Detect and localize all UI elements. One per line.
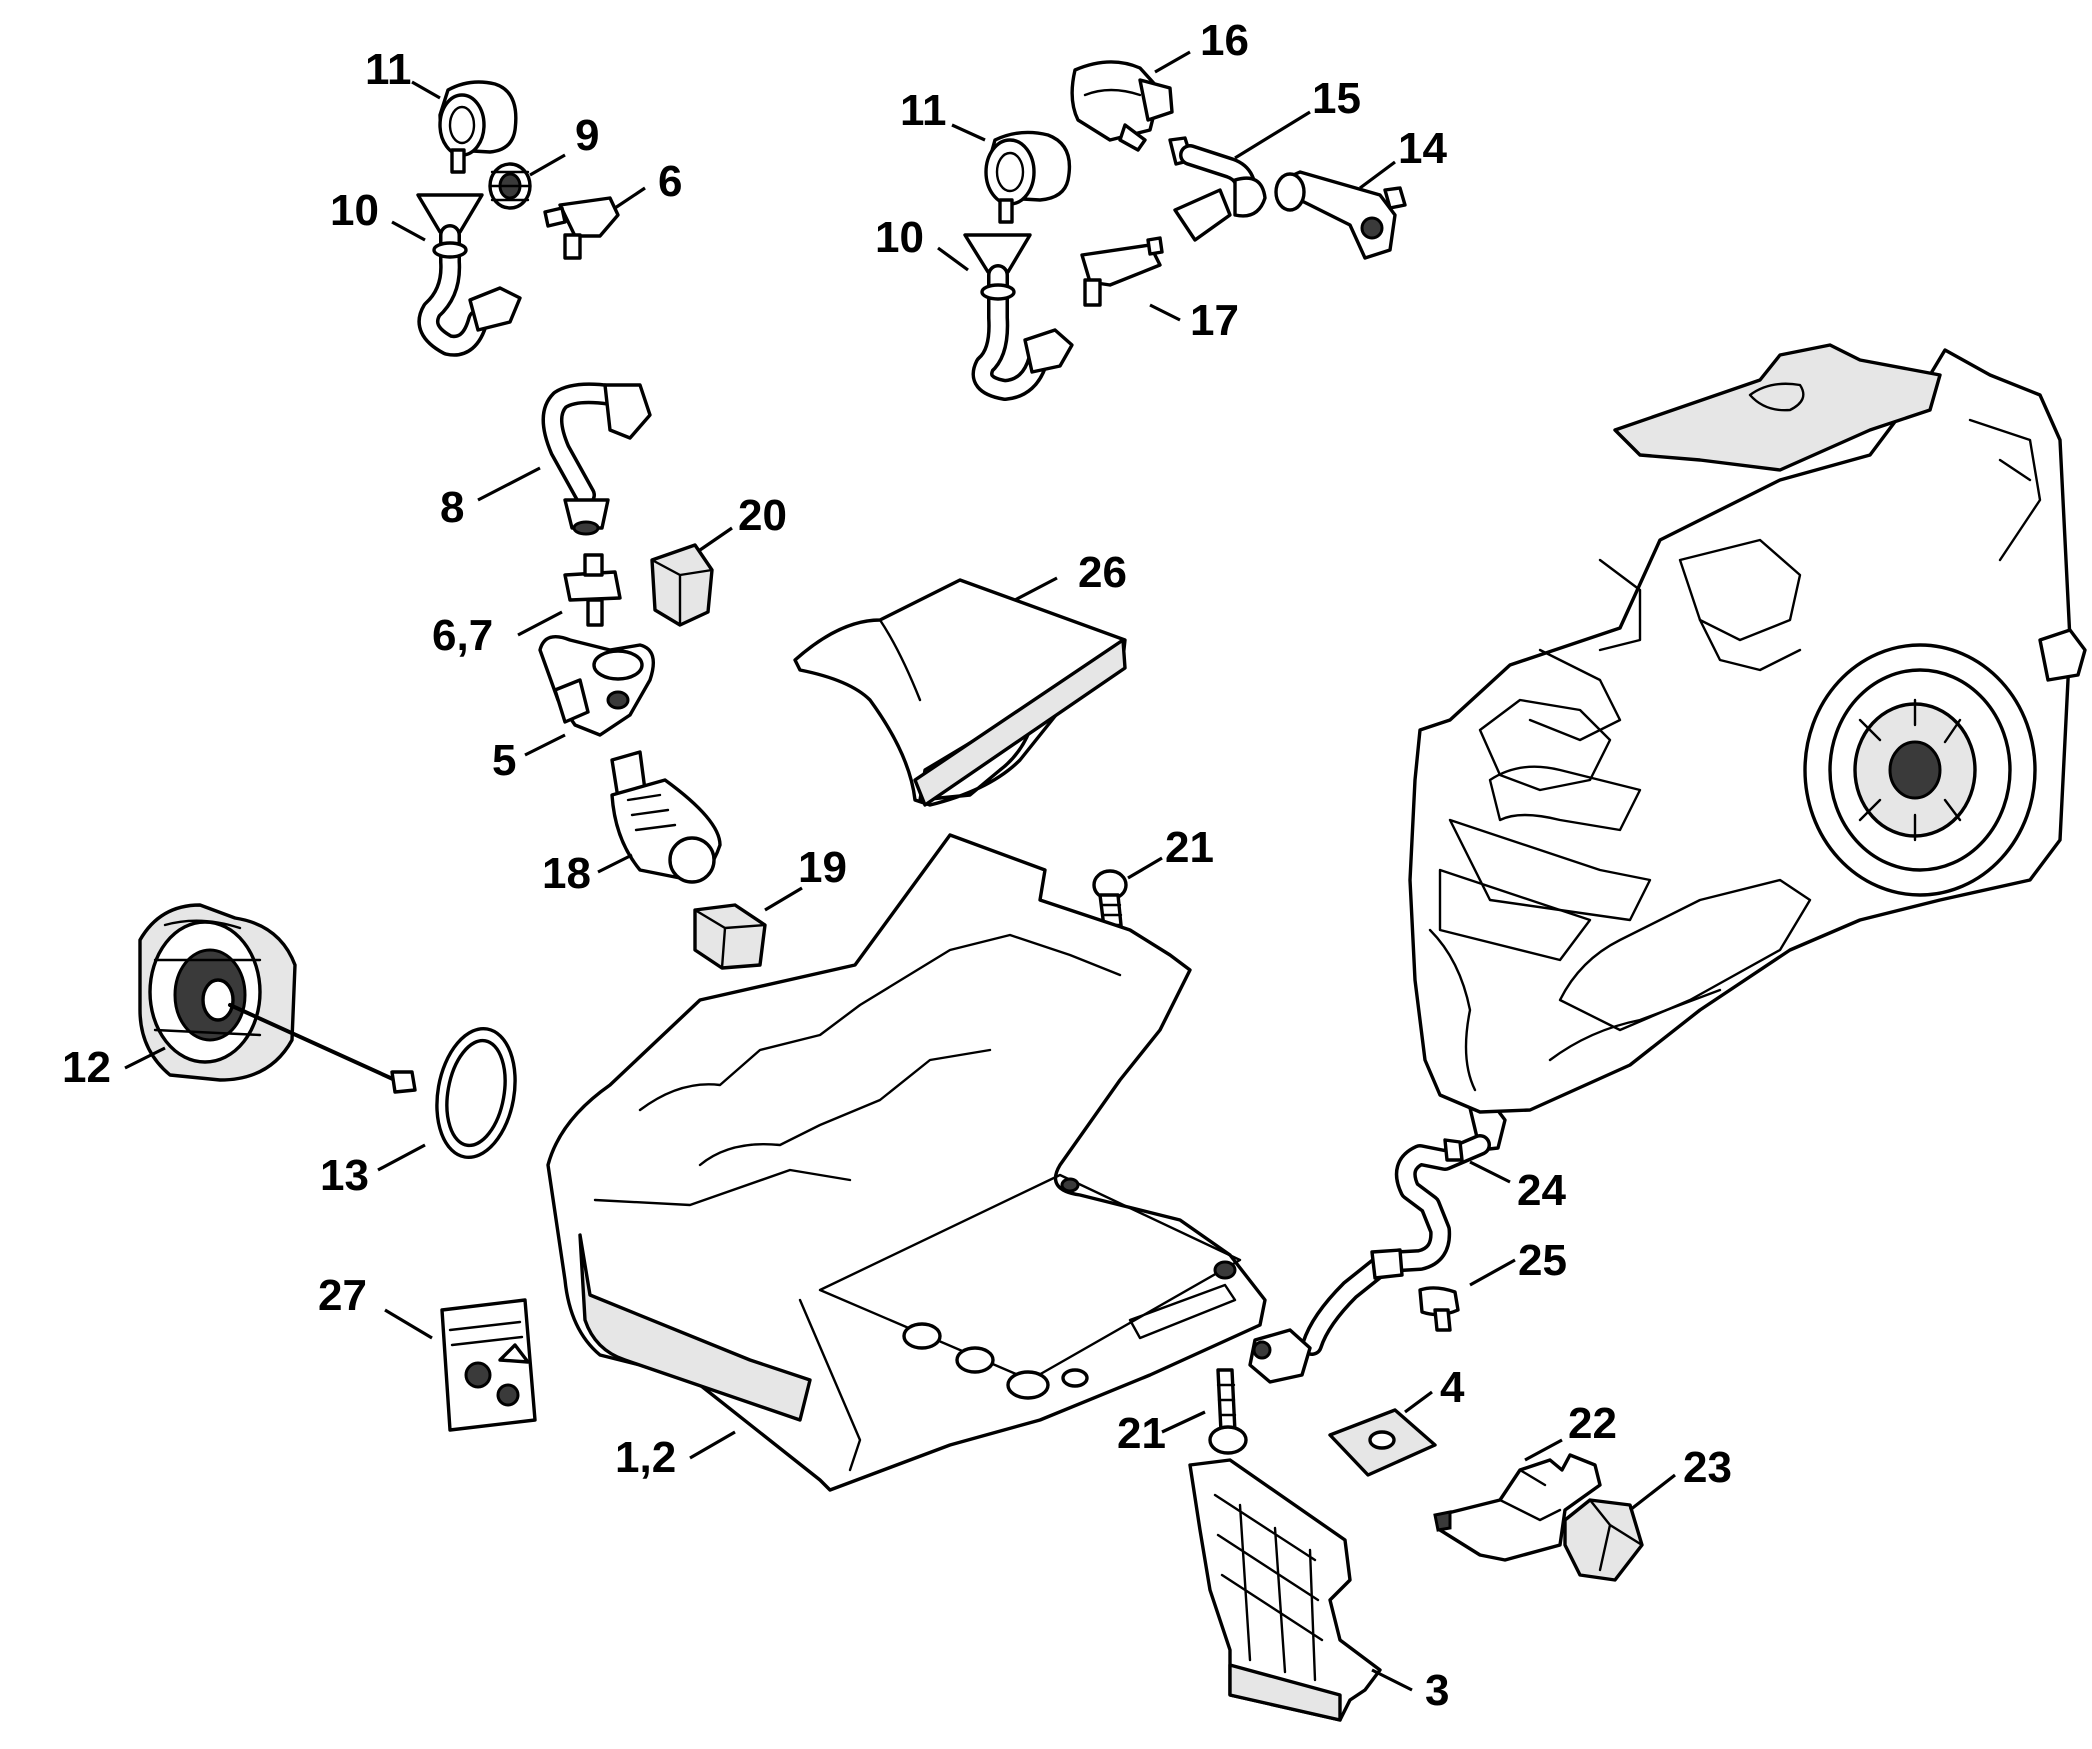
callout-24: 24 — [1517, 1166, 1566, 1215]
callout-15: 15 — [1312, 74, 1361, 123]
callout-6: 6 — [658, 157, 682, 206]
callout-12: 12 — [62, 1043, 111, 1092]
callout-22: 22 — [1568, 1399, 1617, 1448]
callout-18: 18 — [542, 849, 591, 898]
part-8-fuel-tube — [541, 382, 652, 536]
callout-11: 11 — [900, 86, 947, 135]
callout-17: 17 — [1190, 296, 1239, 345]
callout-labels: 11 9 6 10 16 15 14 11 10 17 8 20 26 6,7 … — [62, 16, 1732, 1715]
part-12-starter — [138, 903, 417, 1094]
part-6-fitting — [543, 196, 620, 260]
part-10-hose-left — [416, 193, 522, 357]
part-11-cap-center — [984, 130, 1072, 224]
callout-23: 23 — [1683, 1443, 1732, 1492]
callout-3: 3 — [1425, 1666, 1449, 1715]
part-27-label — [440, 1298, 537, 1432]
callout-27: 27 — [318, 1271, 367, 1320]
part-26-cover — [793, 578, 1127, 807]
part-5-filter-assembly — [538, 635, 655, 737]
part-3-grille — [1188, 1458, 1382, 1722]
callout-10: 10 — [875, 213, 924, 262]
part-1-2-housing — [546, 833, 1267, 1492]
callout-1-2: 1,2 — [615, 1433, 676, 1482]
callout-5: 5 — [492, 736, 516, 785]
callout-16: 16 — [1200, 16, 1249, 65]
leader-lines — [124, 50, 1676, 1692]
callout-21: 21 — [1165, 823, 1214, 872]
callout-6-7: 6,7 — [432, 611, 493, 660]
callout-14: 14 — [1398, 124, 1447, 173]
part-11-cap-left — [438, 80, 518, 174]
callout-4: 4 — [1440, 1363, 1465, 1412]
part-10-hose-center — [963, 233, 1074, 401]
callout-13: 13 — [320, 1151, 369, 1200]
part-22-bracket — [1433, 1453, 1602, 1562]
part-6-7-t-fitting — [563, 553, 622, 627]
part-21-screw-lower — [1208, 1368, 1248, 1455]
part-19-block — [693, 903, 767, 970]
callout-11: 11 — [365, 45, 412, 94]
callout-26: 26 — [1078, 548, 1127, 597]
part-14-lever — [1274, 170, 1407, 260]
callout-25: 25 — [1518, 1236, 1567, 1285]
callout-19: 19 — [798, 843, 847, 892]
callout-9: 9 — [575, 111, 599, 160]
part-20-block — [650, 543, 714, 627]
part-25-bolt — [1418, 1286, 1460, 1332]
part-23-clip — [1563, 1498, 1644, 1582]
callout-8: 8 — [440, 483, 464, 532]
part-18-filter — [610, 750, 722, 884]
part-15-elbow-tube — [1168, 136, 1267, 242]
part-16-pump-head — [1070, 60, 1174, 152]
part-17-t-fitting — [1080, 236, 1164, 307]
part-4-pad — [1328, 1408, 1437, 1477]
part-13-o-ring — [435, 1026, 517, 1160]
callout-21: 21 — [1117, 1409, 1166, 1458]
part-24-hose — [1248, 1098, 1507, 1384]
part-engine-block — [1408, 343, 2087, 1114]
part-9-gear — [488, 162, 532, 210]
callout-10: 10 — [330, 186, 379, 235]
callout-20: 20 — [738, 491, 787, 540]
